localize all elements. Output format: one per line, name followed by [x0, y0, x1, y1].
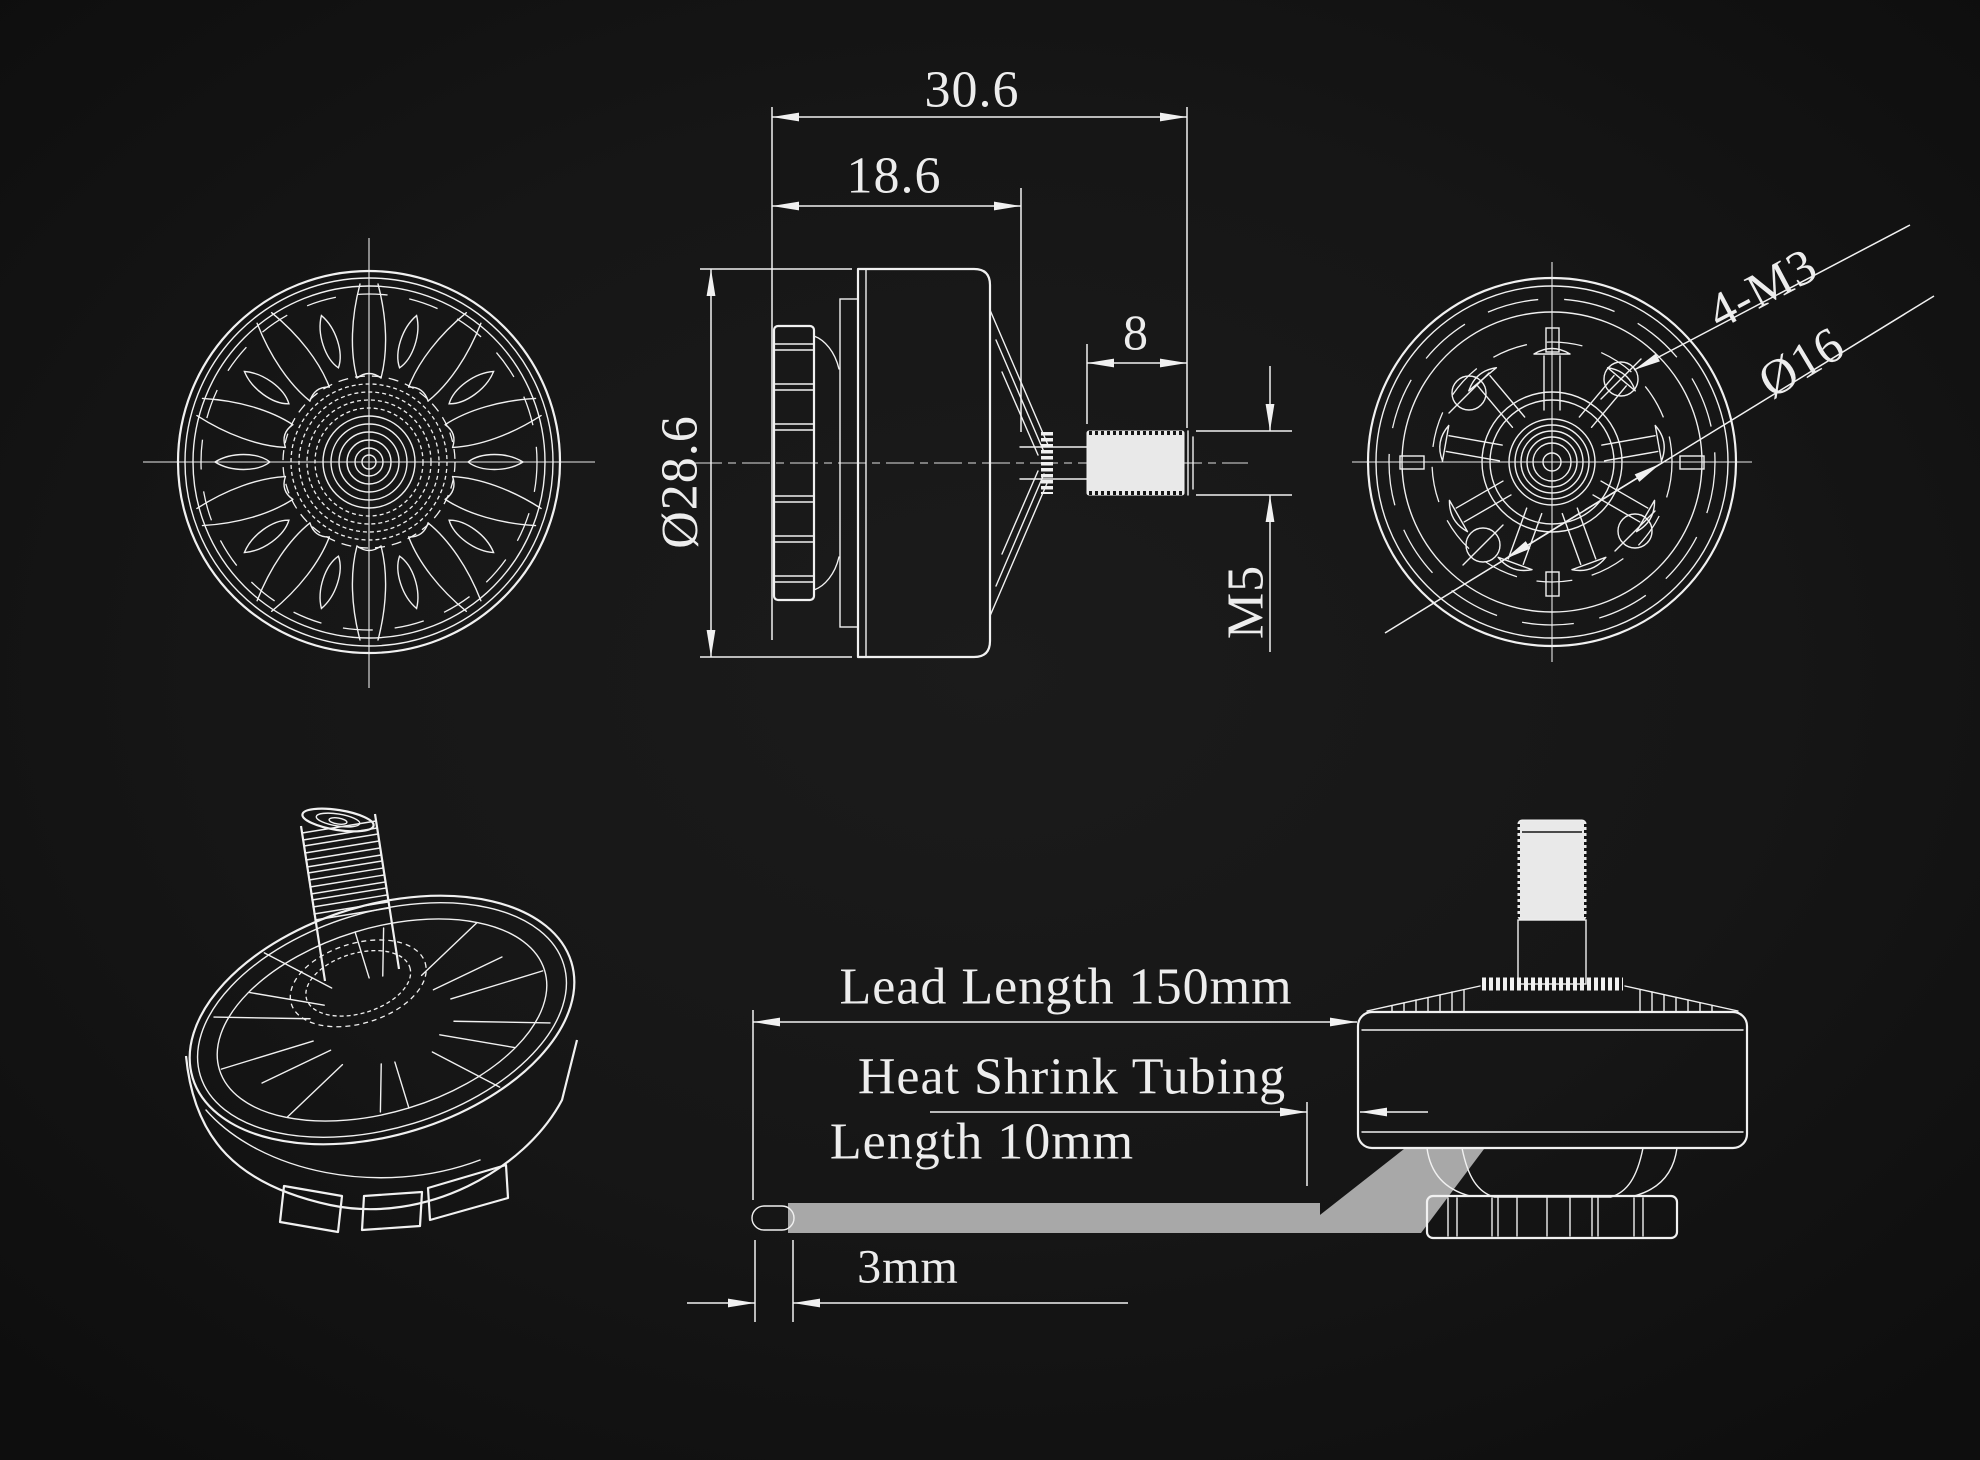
iso-view-motor [184, 807, 579, 1234]
rear-cardinal-slots [1399, 327, 1705, 597]
dim-mount-circle: Ø16 [1748, 315, 1853, 409]
side-bell-cap [772, 298, 859, 628]
dim-mount-holes: 4-M3 [1698, 236, 1826, 339]
dim-shaft-length: 8 [1123, 304, 1149, 360]
front-shaft-center [330, 423, 408, 501]
label-heat-shrink-1: Heat Shrink Tubing [858, 1049, 1286, 1106]
iso-bell [188, 894, 576, 1146]
label-heat-shrink-2: Length 10mm [830, 1114, 1134, 1171]
motor-lead-wire-run [788, 1203, 1320, 1233]
lead-view-motor: Lead Length 150mm Heat Shrink Tubing Len… [687, 819, 1749, 1322]
side-view-motor: 30.6 18.6 8 Ø28.6 M5 [652, 62, 1292, 659]
motor-lead-wire [1297, 1149, 1484, 1233]
lead-motor-body [1356, 819, 1749, 1240]
iso-shaft [299, 807, 401, 982]
side-stator-detail [989, 309, 1053, 617]
lead-annotations: Lead Length 150mm Heat Shrink Tubing Len… [687, 959, 1428, 1322]
dim-bell-length: 18.6 [847, 148, 942, 205]
side-bell-body [856, 267, 992, 659]
dim-shaft-thread: M5 [1218, 565, 1275, 639]
front-bell-spokes [196, 283, 542, 641]
rear-leaders: 4-M3 Ø16 [1384, 224, 1935, 634]
side-dimensions: 30.6 18.6 8 Ø28.6 M5 [652, 62, 1292, 658]
bare-wire-tip [751, 1205, 795, 1231]
iso-body [184, 1039, 579, 1234]
front-knurl-ring [282, 375, 456, 549]
rear-view-motor: 4-M3 Ø16 [1352, 224, 1935, 662]
label-lead-length: Lead Length 150mm [839, 959, 1292, 1016]
label-bare-lead: 3mm [857, 1241, 959, 1294]
rear-center-bearing [1481, 391, 1623, 533]
dim-bell-diameter: Ø28.6 [652, 415, 709, 549]
rear-stator-poles [1439, 347, 1665, 572]
front-view-motor [143, 238, 595, 688]
rear-mount-holes [1448, 358, 1656, 566]
dim-overall-length: 30.6 [925, 62, 1020, 119]
side-shaft [1019, 430, 1194, 496]
